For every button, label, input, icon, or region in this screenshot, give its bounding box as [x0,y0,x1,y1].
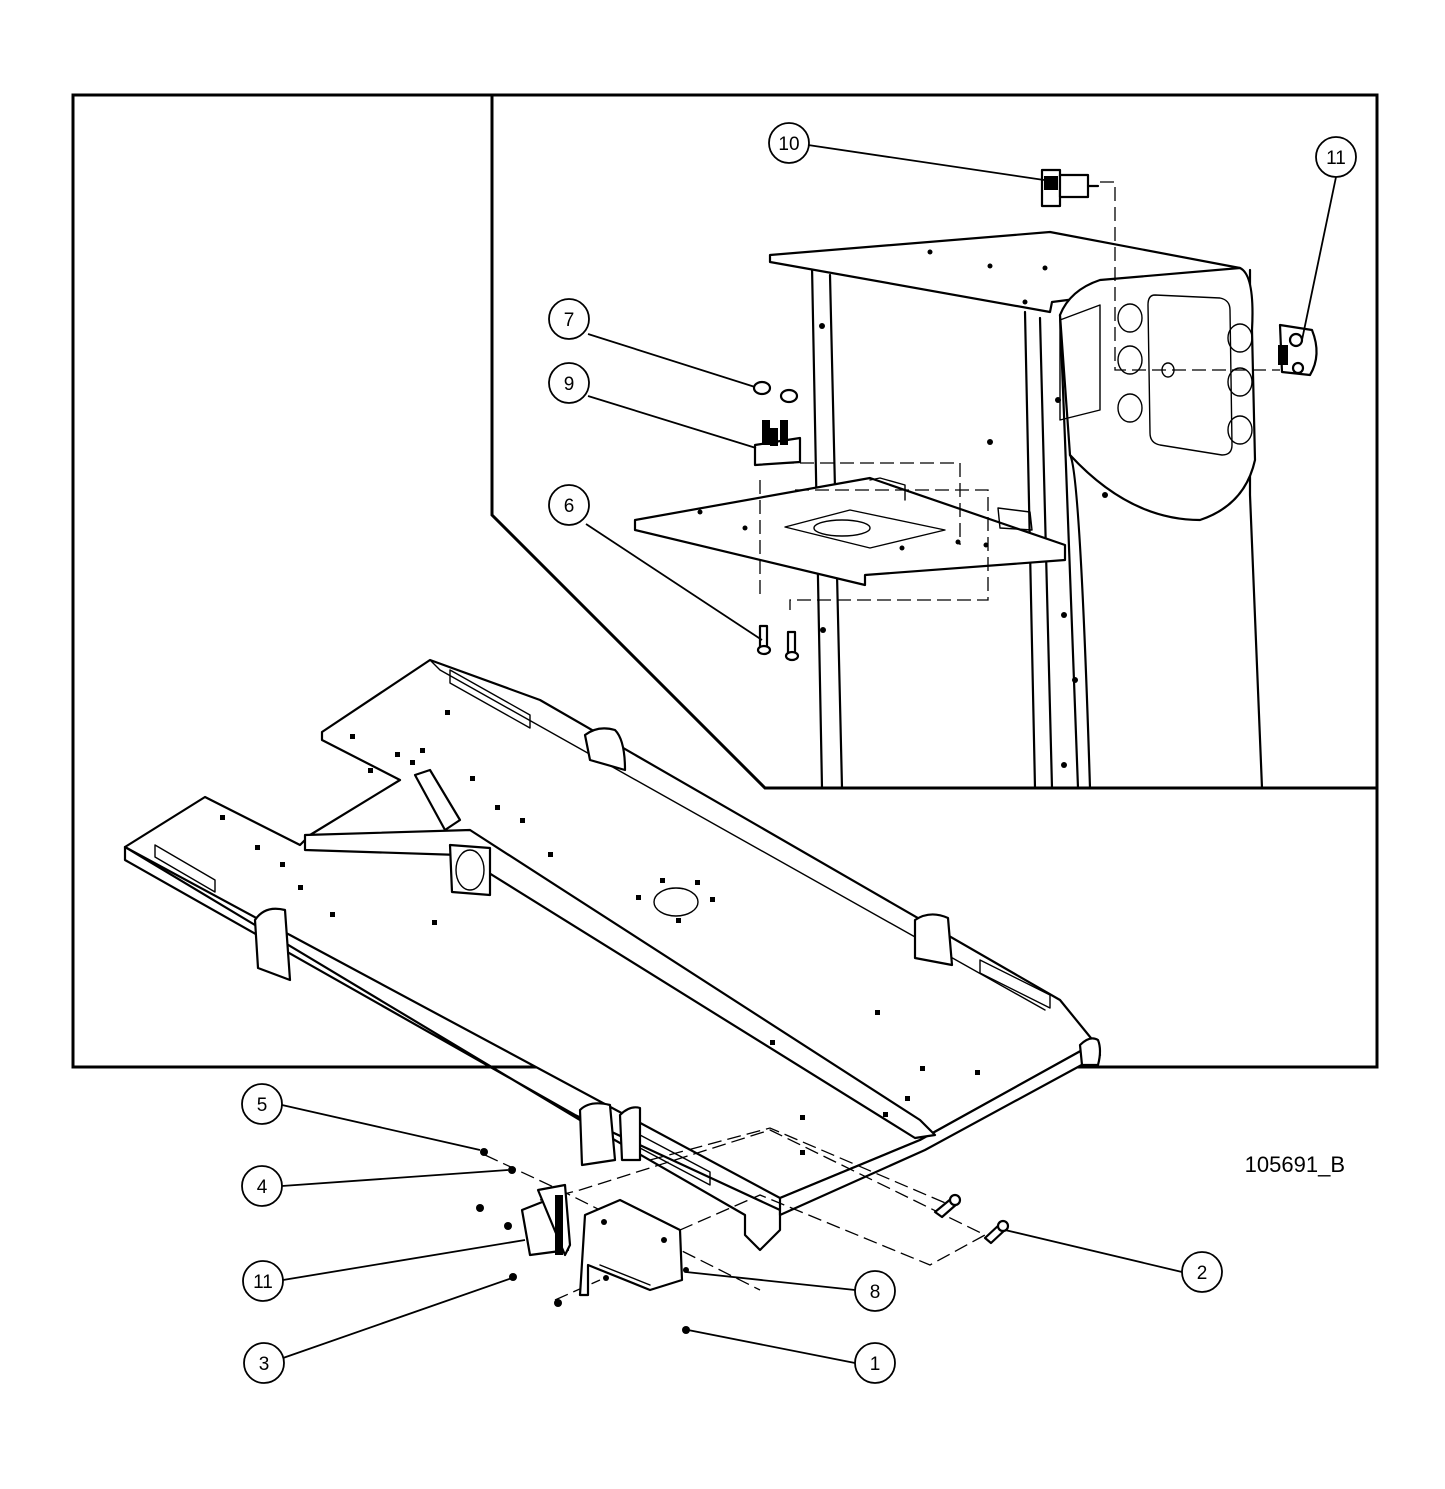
part-8-bracket [578,1198,684,1297]
callout-4: 4 [241,1165,283,1207]
callout-9: 9 [548,362,590,404]
callout-6: 6 [548,484,590,526]
drawing-number: 105691_B [1245,1152,1345,1177]
part-2-screws [933,1193,1010,1245]
part-10-toggle-switch [1040,168,1100,208]
callout-label: 5 [257,1095,268,1116]
callout-label: 11 [1326,148,1346,169]
callout-5: 5 [241,1083,283,1125]
part-11-upper-bracket [1278,323,1318,377]
callout-label: 1 [870,1354,881,1375]
part-9-circuit-breaker [753,420,802,467]
callout-label: 2 [1197,1263,1208,1284]
part-11-lower-device [520,1183,572,1257]
callout-7: 7 [548,298,590,340]
callout-label: 11 [253,1272,273,1293]
callout-label: 6 [564,496,575,517]
part-6-screws [756,624,800,662]
callout-label: 7 [564,310,575,331]
callout-10: 10 [768,122,810,164]
callout-label: 10 [778,134,799,155]
callout-2: 2 [1181,1251,1223,1293]
callout-3: 3 [243,1342,285,1384]
callout-label: 3 [259,1354,270,1375]
callout-11-lower: 11 [242,1260,284,1302]
callout-11-upper: 11 [1315,136,1357,178]
callout-label: 8 [870,1282,881,1303]
frame-tray-assembly [123,658,1102,1301]
callout-label: 9 [564,374,575,395]
callout-1: 1 [854,1342,896,1384]
detail-inset-border [490,95,1377,790]
callout-label: 4 [257,1177,268,1198]
callout-8: 8 [854,1270,896,1312]
part-7-nuts [752,380,799,404]
console-assembly [633,181,1280,790]
tray-holes [220,710,980,1155]
